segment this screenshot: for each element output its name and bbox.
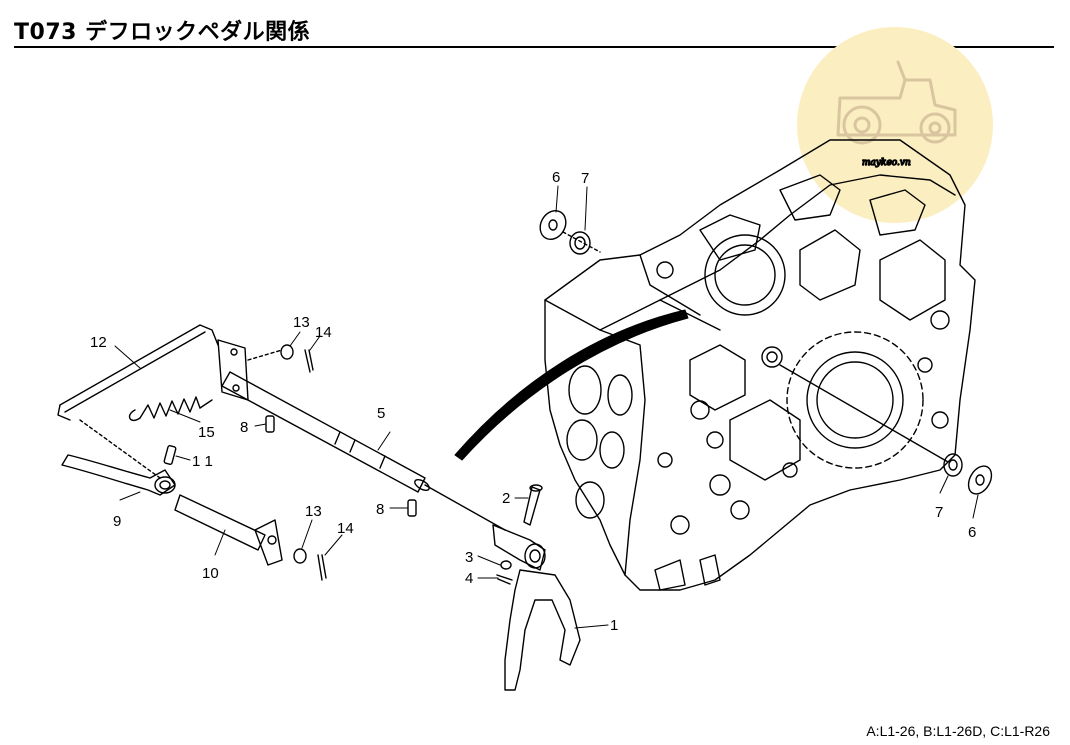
spring-15 xyxy=(128,396,213,422)
shaft-10 xyxy=(174,494,283,566)
label-14-upper: 14 xyxy=(315,324,332,341)
pin-11 xyxy=(163,445,177,465)
washer-6-right xyxy=(967,465,993,495)
watermark-text: maykeo.vn xyxy=(862,158,911,168)
pin-2 xyxy=(523,484,543,526)
label-2: 2 xyxy=(502,490,510,507)
label-11: 1 1 xyxy=(192,453,213,470)
tractor-icon xyxy=(836,60,957,145)
label-9: 9 xyxy=(113,513,121,530)
label-13-upper: 13 xyxy=(293,314,310,331)
label-6-upper: 6 xyxy=(552,169,560,186)
location-arrow xyxy=(454,309,689,461)
model-legend: A:L1-26, B:L1-26D, C:L1-R26 xyxy=(866,723,1050,739)
watermark-badge: maykeo.vn xyxy=(797,27,993,223)
washer-13-upper xyxy=(280,344,294,360)
label-8-upper: 8 xyxy=(240,419,248,436)
label-7-upper: 7 xyxy=(581,170,589,187)
fork-1 xyxy=(492,524,581,691)
pin-8-lower xyxy=(407,499,417,517)
label-6-right: 6 xyxy=(968,524,976,541)
shaft-5 xyxy=(221,371,506,531)
label-4: 4 xyxy=(465,570,473,587)
washer-3 xyxy=(500,560,512,570)
label-13-lower: 13 xyxy=(305,503,322,520)
label-3: 3 xyxy=(465,549,473,566)
label-10: 10 xyxy=(202,565,219,582)
bracket-plate xyxy=(217,339,249,401)
pin-8-upper xyxy=(265,415,275,433)
leader-lines xyxy=(114,185,979,629)
seal-7-right xyxy=(943,453,963,477)
label-8-lower: 8 xyxy=(376,501,384,518)
rod-12 xyxy=(57,324,219,421)
transmission-case xyxy=(544,139,976,591)
pedal-9 xyxy=(61,454,176,496)
label-12: 12 xyxy=(90,334,107,351)
title-rule xyxy=(14,46,1054,48)
label-15: 15 xyxy=(198,424,215,441)
pin-14-upper xyxy=(304,349,314,373)
label-5: 5 xyxy=(377,405,385,422)
label-1: 1 xyxy=(610,617,618,634)
label-7-right: 7 xyxy=(935,504,943,521)
pin-14-lower xyxy=(317,554,327,581)
label-14-lower: 14 xyxy=(337,520,354,537)
washer-6-upper xyxy=(539,209,567,241)
washer-13-lower xyxy=(293,548,307,564)
clip-4 xyxy=(496,574,513,585)
page-title: T073 デフロックペダル関係 xyxy=(14,20,311,45)
seal-7-upper xyxy=(569,231,591,255)
